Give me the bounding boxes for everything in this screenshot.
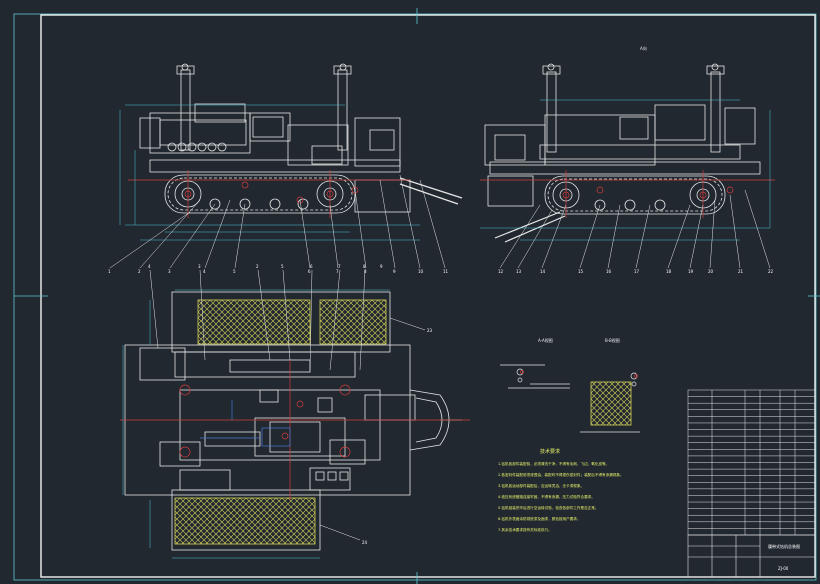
balloon-number: 14 — [540, 269, 546, 274]
balloon-number: 21 — [738, 269, 744, 274]
balloon-number: 6 — [308, 269, 311, 274]
balloon-number: 4 — [148, 264, 151, 269]
balloon-number: 24 — [362, 540, 368, 545]
front-elevation-view — [139, 63, 463, 214]
balloon-number: 6 — [310, 264, 313, 269]
note-line: 1.钻机各部件装配前，必须清洗干净，不得有毛刺、飞边、氧化皮等。 — [498, 461, 609, 466]
note-line: 3.钻机各运动部件装配后，应运转灵活，无卡滞现象。 — [498, 483, 584, 488]
balloon-number: 3 — [198, 264, 201, 269]
outer-frame — [13, 13, 817, 581]
balloon-number: 5 — [281, 264, 284, 269]
note-line: 6.钻机外表面涂防锈底漆及面漆，颜色按用户要求。 — [498, 516, 581, 521]
balloon-number: 16 — [606, 269, 612, 274]
balloon-number: 5 — [233, 269, 236, 274]
balloon-number: 23 — [427, 328, 433, 333]
balloon-number: 9 — [393, 269, 396, 274]
balloon-number: 22 — [768, 269, 774, 274]
balloon-number: 8 — [363, 264, 366, 269]
hatched-platforms — [174, 299, 632, 545]
parts-list-table — [687, 389, 816, 536]
drawing-number: ZJ-00 — [778, 566, 789, 571]
detail-label-b: B-B视图 — [605, 337, 620, 343]
balloon-number: 7 — [336, 269, 339, 274]
balloon-number: 8 — [364, 269, 367, 274]
balloon-number: 18 — [666, 269, 672, 274]
note-line: 7.其余技术要求按有关标准执行。 — [498, 527, 552, 532]
balloon-number: 20 — [708, 269, 714, 274]
balloon-number: 19 — [688, 269, 694, 274]
balloon-number: 1 — [108, 269, 111, 274]
detail-views — [500, 364, 640, 433]
balloon-number: 2 — [138, 269, 141, 274]
front-view-balloon-leaders — [109, 174, 446, 269]
balloon-number: 12 — [498, 269, 504, 274]
title-block — [687, 534, 816, 578]
drawing-title: 履带式钻机总装图 — [768, 543, 800, 549]
balloon-number: 11 — [443, 269, 449, 274]
balloon-number: 7 — [338, 264, 341, 269]
note-line: 4.液压系统管路连接牢固，不得有渗漏，压力试验符合要求。 — [498, 494, 595, 499]
balloon-number: 9 — [380, 264, 383, 269]
balloon-number: 17 — [634, 269, 640, 274]
balloon-number: 4 — [203, 269, 206, 274]
balloon-number: 15 — [578, 269, 584, 274]
balloon-number: 3 — [168, 269, 171, 274]
detail-label-a: A-A视图 — [538, 337, 553, 343]
note-line: 2.各密封件装配前须浸透油，装配时不得损伤密封件；装配后不得有渗漏现象。 — [498, 472, 624, 477]
notes-title: 技术要求 — [540, 448, 560, 455]
balloon-number: 2 — [256, 264, 259, 269]
note-line: 5.钻机组装完毕后进行空运转试验，检查各部件工作是否正常。 — [498, 505, 598, 510]
side-elevation-view — [484, 63, 761, 243]
balloon-number: 13 — [516, 269, 522, 274]
side-view-label: A向 — [640, 45, 647, 51]
balloon-number: 10 — [418, 269, 424, 274]
technical-notes: 1.钻机各部件装配前，必须清洗干净，不得有毛刺、飞边、氧化皮等。 2.各密封件装配… — [498, 461, 624, 532]
